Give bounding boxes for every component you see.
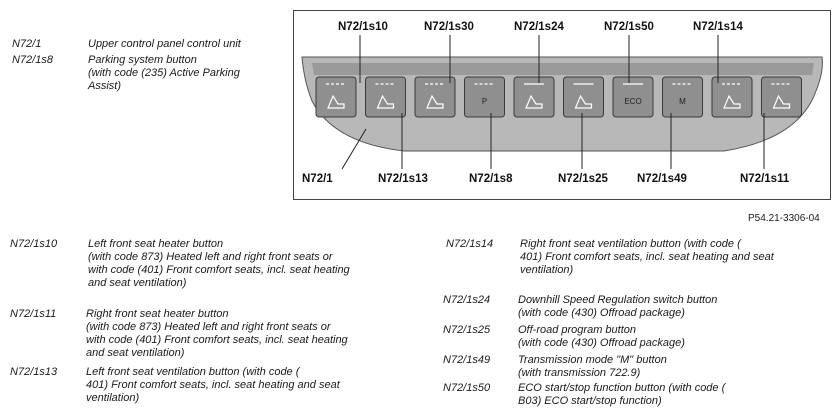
desc-line: and seat ventilation): [86, 347, 185, 359]
desc-line: Transmission mode "M" button: [518, 354, 667, 366]
intro-code-n72-1: N72/1: [12, 38, 42, 50]
desc-line: (with code (235) Active Parking: [88, 67, 240, 79]
transmission-m-button: [662, 76, 703, 118]
eco-button: [612, 76, 654, 118]
desc-line: Parking system button: [88, 54, 197, 66]
desc-line: Right front seat heater button: [86, 308, 229, 320]
label-n72-1s25: N72/1s25: [558, 173, 608, 185]
legend-desc-n72-1s24: Downhill Speed Regulation switch button …: [518, 294, 717, 320]
desc-line: Assist): [88, 80, 121, 92]
seat-button-s30: [414, 76, 456, 118]
left-seat-ventilation-button: [365, 76, 406, 118]
label-n72-1s10: N72/1s10: [338, 21, 388, 33]
desc-line: B03) ECO start/stop function): [518, 395, 662, 407]
parking-button: [464, 76, 505, 118]
right-seat-heater-button: [761, 76, 802, 118]
label-n72-1s30: N72/1s30: [424, 21, 474, 33]
desc-line: (with code 873) Heated left and right fr…: [86, 321, 331, 333]
seat-icon: [327, 94, 345, 109]
legend-desc-n72-1s14: Right front seat ventilation button (wit…: [520, 238, 774, 277]
desc-line: Downhill Speed Regulation switch button: [518, 294, 718, 306]
intro-desc-n72-1: Upper control panel control unit: [88, 38, 241, 51]
legend-desc-n72-1s50: ECO start/stop function button (with cod…: [518, 382, 725, 408]
desc-line: ECO start/stop function button (with cod…: [518, 382, 726, 394]
intro-desc-n72-1s8: Parking system button (with code (235) A…: [88, 54, 240, 93]
label-n72-1s13: N72/1s13: [378, 173, 428, 185]
intro-code-n72-1s8: N72/1s8: [12, 54, 53, 66]
legend-code-n72-1s25: N72/1s25: [443, 324, 491, 336]
legend-code-n72-1s13: N72/1s13: [10, 366, 58, 378]
control-panel-illustration: P ECO M: [301, 35, 823, 170]
desc-line: Right front seat ventilation button (wit…: [520, 238, 741, 250]
legend-desc-n72-1s11: Right front seat heater button (with cod…: [86, 308, 348, 360]
control-panel-figure: P ECO M N72/1s10 N72/1s30 N72/1s24 N72/1s5…: [293, 10, 831, 200]
desc-line: ventilation): [86, 392, 140, 404]
label-n72-1s14: N72/1s14: [693, 21, 743, 33]
desc-line: with code (401) Front comfort seats, inc…: [86, 334, 348, 346]
right-seat-ventilation-button: [711, 76, 753, 118]
desc-line: ventilation): [520, 264, 574, 276]
seat-icon: [772, 94, 791, 109]
desc-line: (with code 873) Heated left and right fr…: [88, 251, 333, 263]
panel-top-strip: [312, 63, 814, 75]
desc-line: Upper control panel control unit: [88, 38, 241, 50]
button-text: ECO: [624, 97, 641, 106]
legend-code-n72-1s10: N72/1s10: [10, 238, 58, 250]
legend-code-n72-1s24: N72/1s24: [443, 294, 491, 306]
button-text: M: [679, 97, 686, 106]
legend-code-n72-1s50: N72/1s50: [443, 382, 491, 394]
desc-line: Off-road program button: [518, 324, 637, 336]
leader-lines: [341, 35, 765, 170]
desc-line: (with code (430) Offroad package): [518, 337, 685, 349]
legend-desc-n72-1s10: Left front seat heater button (with code…: [88, 238, 350, 290]
desc-line: with code (401) Front comfort seats, inc…: [88, 264, 350, 276]
label-n72-1: N72/1: [302, 173, 333, 185]
desc-line: (with code (430) Offroad package): [518, 307, 685, 319]
legend-code-n72-1s14: N72/1s14: [446, 238, 494, 250]
offroad-button: [563, 76, 604, 118]
desc-line: Left front seat heater button: [88, 238, 224, 250]
legend-desc-n72-1s49: Transmission mode "M" button (with trans…: [518, 354, 667, 380]
legend-code-n72-1s49: N72/1s49: [443, 354, 491, 366]
label-n72-1s50: N72/1s50: [604, 21, 654, 33]
label-n72-1s24: N72/1s24: [514, 21, 564, 33]
desc-line: Left front seat ventilation button (with…: [86, 366, 300, 378]
seat-icon: [426, 94, 444, 109]
seat-icon: [723, 94, 741, 109]
left-seat-heater-button: [315, 76, 357, 118]
seat-icon: [376, 94, 395, 109]
button-row: P ECO M: [315, 76, 802, 118]
seat-icon: [525, 94, 543, 109]
desc-line: 401) Front comfort seats, incl. seat hea…: [86, 379, 340, 391]
label-n72-1s49: N72/1s49: [637, 173, 687, 185]
button-text: P: [482, 97, 487, 106]
desc-line: 401) Front comfort seats, incl. seat hea…: [520, 251, 774, 263]
legend-desc-n72-1s25: Off-road program button (with code (430)…: [518, 324, 685, 350]
label-n72-1s8: N72/1s8: [469, 173, 513, 185]
figure-reference: P54.21-3306-04: [748, 213, 820, 224]
legend-code-n72-1s11: N72/1s11: [10, 308, 57, 320]
legend-desc-n72-1s13: Left front seat ventilation button (with…: [86, 366, 340, 405]
desc-line: (with transmission 722.9): [518, 367, 641, 379]
seat-icon: [574, 94, 593, 109]
downhill-speed-button: [513, 76, 555, 118]
desc-line: and seat ventilation): [88, 277, 187, 289]
label-n72-1s11: N72/1s11: [740, 173, 790, 185]
